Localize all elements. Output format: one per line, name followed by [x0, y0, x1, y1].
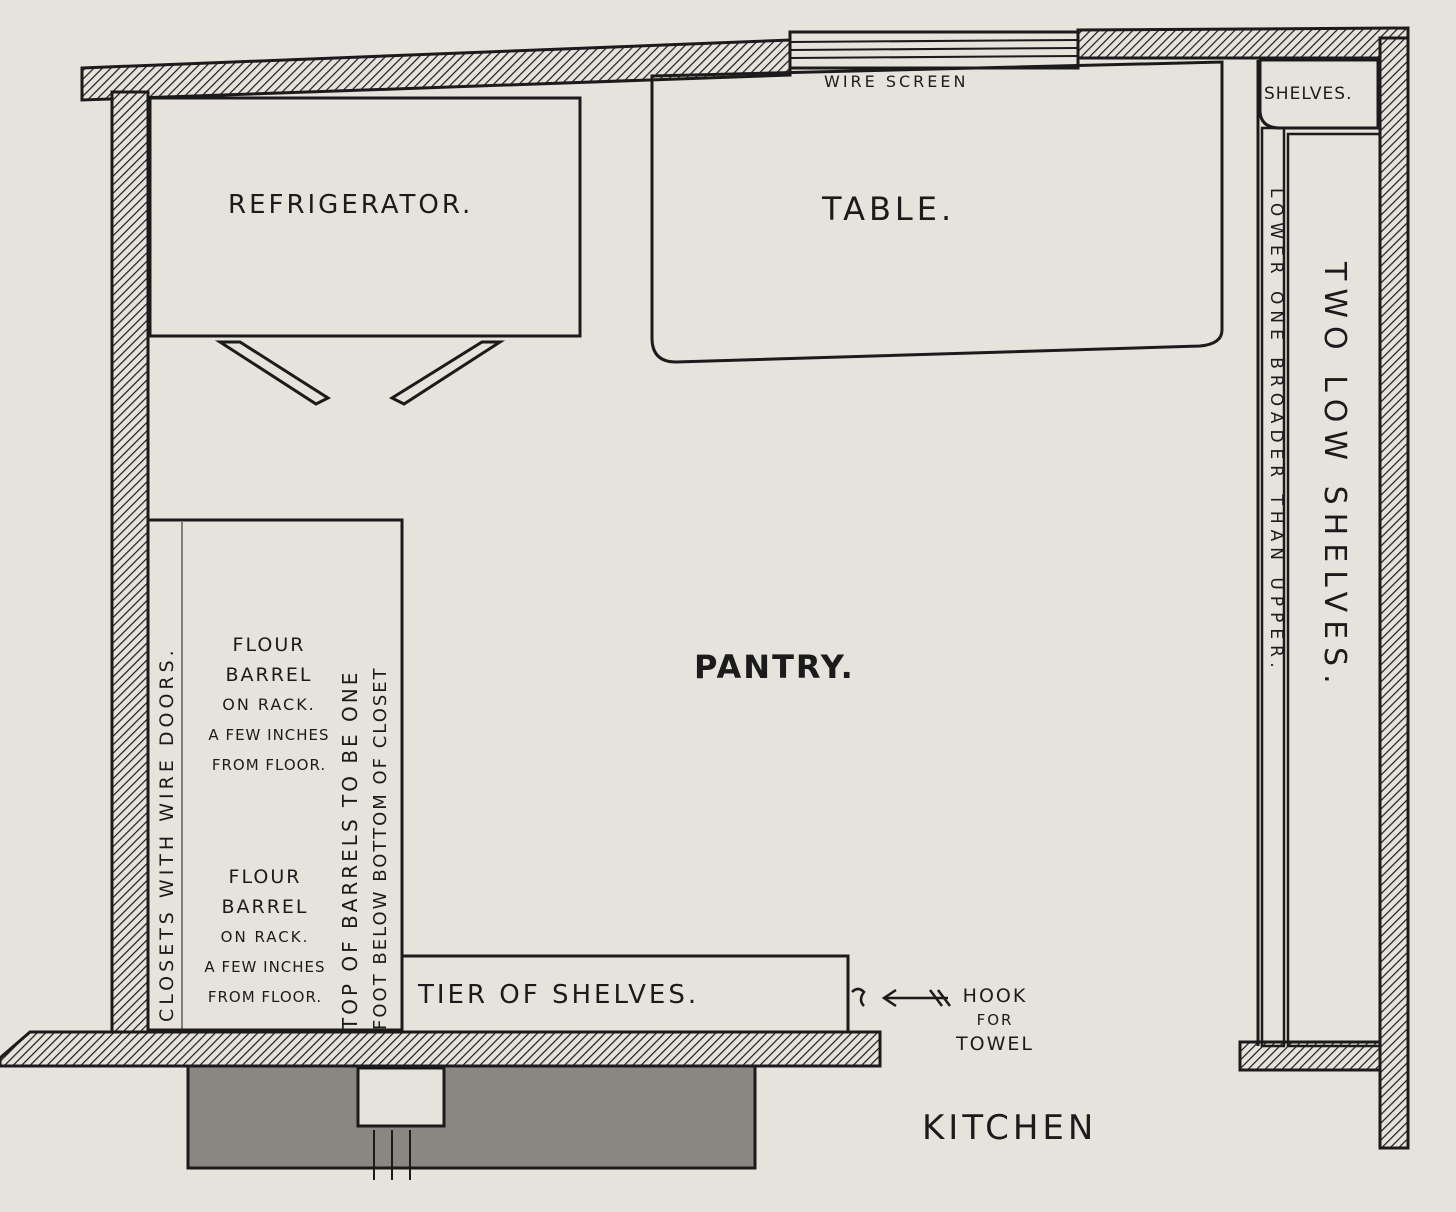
left-wall [110, 90, 150, 1042]
foot-below-bottom-label: FOOT BELOW BOTTOM OF CLOSET [370, 666, 391, 1030]
flour-barrel-lower: FLOUR BARREL ON RACK. A FEW INCHES FROM … [190, 862, 340, 1012]
top-wall-right [1076, 26, 1410, 60]
shelves-top-right [1258, 58, 1380, 130]
wire-screen-window [788, 30, 1080, 70]
shelves-label: SHELVES. [1264, 84, 1353, 104]
flour-barrel-lower-line: BARREL [221, 896, 309, 918]
flour-barrel-upper-line: FROM FLOOR. [211, 756, 327, 774]
pantry-label: PANTRY. [694, 648, 855, 686]
closets-with-wire-doors-label: CLOSETS WITH WIRE DOORS. [156, 646, 178, 1022]
flour-barrel-lower-line: FROM FLOOR. [207, 988, 323, 1006]
lower-one-broader-label: LOWER ONE BROADER THAN UPPER. [1266, 188, 1286, 674]
towel-hook-icon [851, 987, 951, 1008]
flour-barrel-upper-line: A FEW INCHES [208, 726, 330, 744]
flour-barrel-upper-line: FLOUR [232, 634, 306, 656]
kitchen-label: KITCHEN [922, 1108, 1098, 1148]
bottom-wall-left [0, 1030, 882, 1068]
refrigerator-doors [214, 340, 506, 406]
flour-barrel-upper-line: ON RACK. [222, 695, 316, 714]
top-wall-left [80, 38, 792, 102]
low-shelf-upper [1260, 126, 1286, 1048]
flour-barrel-upper-line: BARREL [225, 664, 313, 686]
flour-barrel-lower-line: ON RACK. [220, 928, 310, 946]
flour-barrel-upper: FLOUR BARREL ON RACK. A FEW INCHES FROM … [194, 630, 344, 780]
low-shelf-lower [1286, 132, 1382, 1048]
hook-for-towel-label: HOOK FOR TOWEL [940, 984, 1050, 1056]
two-low-shelves-label: TWO LOW SHELVES. [1317, 262, 1352, 692]
wire-screen-label: WIRE SCREEN [824, 72, 969, 91]
flour-barrel-lower-line: A FEW INCHES [204, 958, 326, 976]
tier-of-shelves-box [400, 954, 850, 1034]
refrigerator-label: REFRIGERATOR. [228, 190, 474, 220]
table-box [650, 60, 1224, 364]
table-label: TABLE. [822, 190, 956, 228]
closets-box [146, 518, 404, 1032]
hook-for-towel-line: HOOK [962, 985, 1028, 1007]
right-wall [1378, 36, 1410, 1150]
refrigerator-box [148, 96, 582, 338]
chimney [186, 1064, 757, 1180]
tier-of-shelves-label: TIER OF SHELVES. [418, 980, 700, 1010]
flour-barrel-lower-line: FLOUR [228, 866, 302, 888]
hook-for-towel-line: FOR [976, 1011, 1014, 1029]
hook-for-towel-line: TOWEL [956, 1033, 1034, 1055]
